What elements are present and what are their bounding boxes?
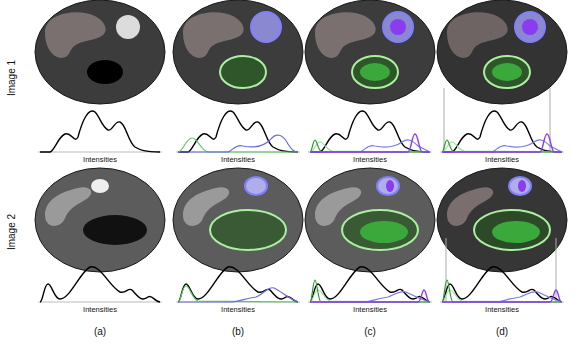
panel-label: (b) xyxy=(232,327,244,337)
axis-label: Intensities xyxy=(353,306,387,314)
axis-label: Intensities xyxy=(353,156,387,164)
axis-label: Intensities xyxy=(485,156,519,164)
panel-label: (a) xyxy=(94,327,106,337)
axis-label: Intensities xyxy=(485,306,519,314)
panel-label: (d) xyxy=(496,327,508,337)
row-label: Image 1 xyxy=(7,60,17,96)
axis-label: Intensities xyxy=(83,306,117,314)
axis-label: Intensities xyxy=(83,156,117,164)
axis-label: Intensities xyxy=(221,156,255,164)
axis-label: Intensities xyxy=(221,306,255,314)
panel-label: (c) xyxy=(364,327,376,337)
row-label: Image 2 xyxy=(7,214,17,250)
